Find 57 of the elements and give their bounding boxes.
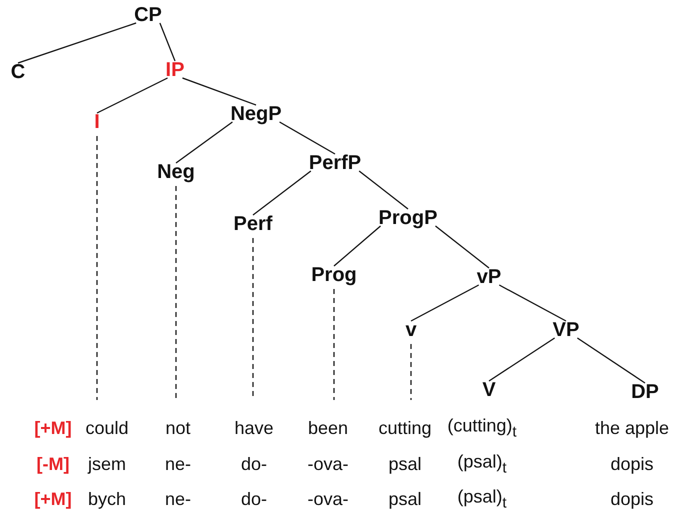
gloss-word: dopis: [610, 455, 654, 473]
tree-node-label: Neg: [157, 162, 195, 182]
tree-node-label: NegP: [230, 104, 282, 124]
gloss-word: psal: [388, 455, 422, 473]
gloss-word: (psal)$_{t}$: [457, 452, 507, 476]
tree-branch: [577, 338, 646, 384]
gloss-word: have: [234, 419, 274, 437]
tree-node-label: DP: [631, 382, 659, 402]
gloss-word: dopis: [610, 490, 654, 508]
dashed-line: [333, 289, 335, 400]
tree-node-label: V: [482, 380, 496, 400]
gloss-word: (cutting)$_{t}$: [447, 416, 517, 440]
gloss-word: ne-: [165, 455, 191, 473]
tree-branch: [498, 284, 566, 322]
gloss-word: jsem: [88, 455, 126, 473]
gloss-word: cutting: [378, 419, 432, 437]
tree-branch: [176, 122, 233, 164]
tree-branch: [18, 22, 136, 64]
gloss-word: -ova-: [308, 490, 348, 508]
gloss-word: -ova-: [308, 455, 348, 473]
tree-branch: [159, 22, 176, 62]
tree-branch: [279, 121, 336, 155]
tree-branch: [410, 284, 480, 322]
tree-branch: [182, 77, 256, 106]
tree-branch: [435, 226, 490, 268]
feature-tag: [+M]: [34, 490, 72, 508]
gloss-word: do-: [241, 490, 267, 508]
dashed-line: [175, 186, 177, 400]
tree-branch: [358, 170, 408, 210]
gloss-word: not: [165, 419, 191, 437]
gloss-word: psal: [388, 490, 422, 508]
feature-tag: [+M]: [34, 419, 72, 437]
tree-node-label: IP: [166, 60, 184, 80]
gloss-word: been: [308, 419, 348, 437]
tree-node-label: VP: [552, 320, 580, 340]
gloss-word: the apple: [594, 419, 670, 437]
dashed-line: [96, 136, 98, 400]
tree-branch: [96, 77, 168, 114]
tree-branch: [334, 226, 381, 266]
tree-node-label: I: [94, 112, 100, 132]
gloss-word: (psal)$_{t}$: [457, 488, 507, 510]
tree-branch: [252, 170, 312, 216]
feature-tag: [-M]: [36, 455, 70, 473]
tree-node-label: CP: [134, 5, 162, 25]
tree-node-label: ProgP: [378, 208, 438, 228]
gloss-word: bych: [88, 490, 126, 508]
tree-node-label: PerfP: [308, 153, 362, 173]
tree-node-label: C: [10, 62, 26, 82]
tree-node-label: Prog: [311, 265, 357, 285]
tree-node-label: vP: [476, 267, 502, 287]
gloss-word: do-: [241, 455, 267, 473]
tree-node-label: Perf: [234, 214, 272, 234]
gloss-word: could: [85, 419, 129, 437]
gloss-word: ne-: [165, 490, 191, 508]
dashed-line: [410, 344, 412, 400]
tree-branch: [488, 338, 555, 382]
tree-node-label: v: [405, 320, 417, 340]
